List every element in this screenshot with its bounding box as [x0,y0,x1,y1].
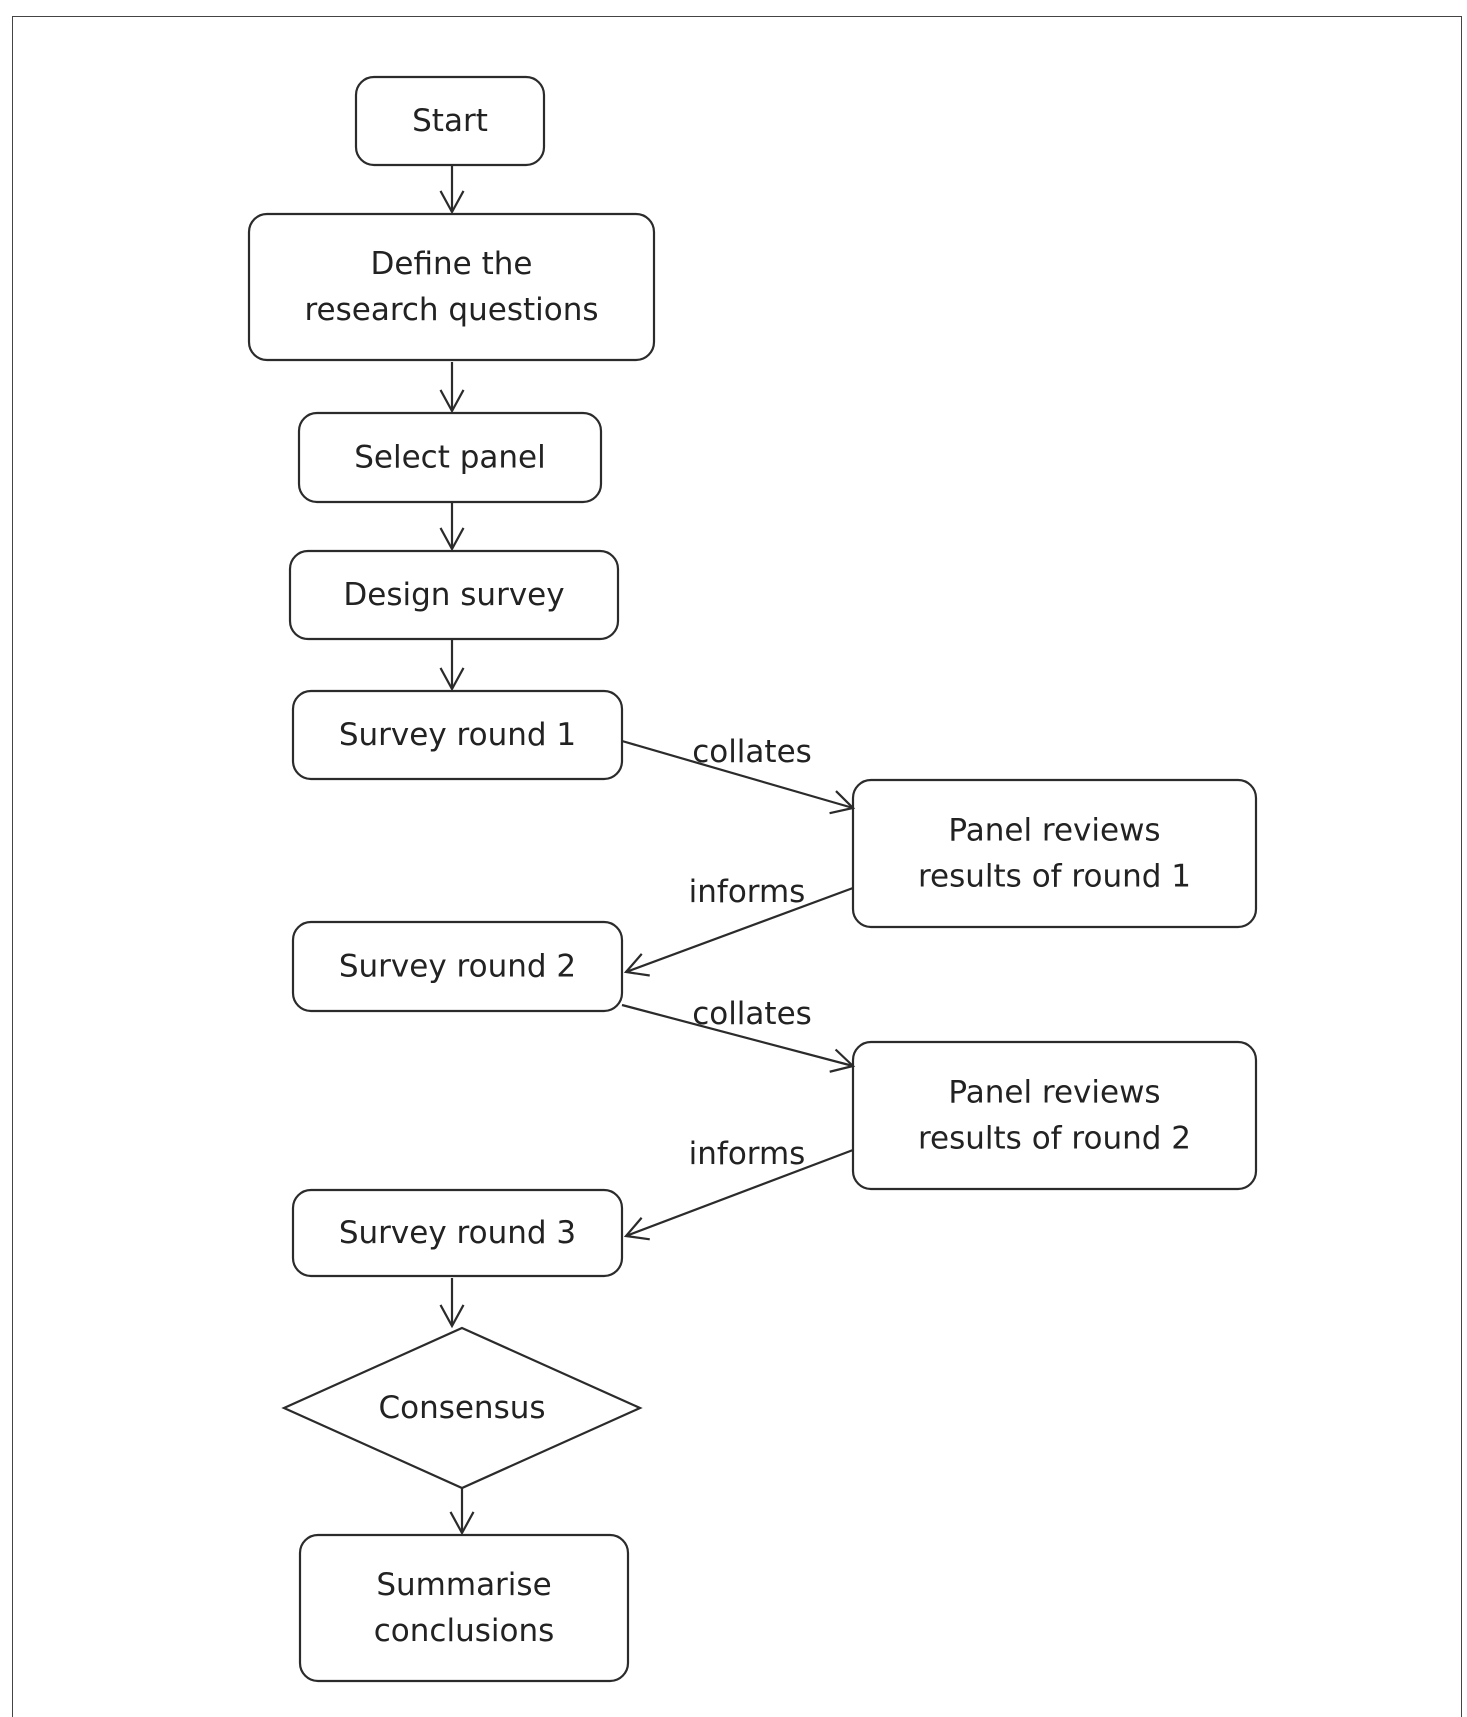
arrowhead-icon [439,667,465,692]
node-round2: Survey round 2 [291,920,624,1013]
node-label: Summarise [376,1567,551,1603]
arrowhead-icon [439,1304,465,1329]
node-label: results of round 2 [918,1121,1191,1157]
node-label: Survey round 3 [339,1215,576,1251]
arrowhead-icon [449,1511,475,1536]
arrowhead-icon [439,527,465,552]
node-review2: Panel reviews results of round 2 [851,1040,1258,1191]
process-box [291,689,624,781]
node-start: Start [354,75,546,167]
node-label: Survey round 1 [339,717,576,753]
edge-label: informs [689,1136,806,1172]
node-label: Survey round 2 [339,949,576,985]
node-select: Select panel [297,411,603,504]
connector-line [621,1003,854,1068]
node-label: Consensus [378,1390,545,1426]
arrowhead-icon [623,953,650,977]
arrow-start-to-define [439,165,465,215]
node-label: Select panel [354,440,546,476]
node-round3: Survey round 3 [291,1188,624,1278]
node-label: Start [412,103,488,139]
process-box [247,212,656,362]
node-label: conclusions [374,1613,555,1649]
diagram-frame [12,16,1462,1717]
process-box [851,1040,1258,1191]
arrow-consensus-to-summarise [449,1488,475,1536]
arrow-design-to-round1 [439,639,465,692]
node-round1: Survey round 1 [291,689,624,781]
process-box [291,1188,624,1278]
node-define: Define the research questions [247,212,656,362]
node-label: Define the [371,246,533,282]
arrow-define-to-select [439,362,465,414]
node-label: Panel reviews [948,1075,1160,1111]
arrow-review2-to-round3: informs [623,1136,854,1241]
connector-line [625,886,854,974]
node-review1: Panel reviews results of round 1 [851,778,1258,929]
node-consensus: Consensus [281,1326,643,1490]
arrowhead-icon [439,190,465,215]
process-box [288,549,620,641]
node-label: Panel reviews [948,813,1160,849]
arrow-select-to-design [439,502,465,552]
arrow-round2-to-review2: collates [621,996,856,1073]
edge-label: collates [692,734,812,770]
arrowhead-icon [439,389,465,414]
process-box [297,411,603,504]
arrow-round3-to-consensus [439,1278,465,1329]
arrow-round1-to-review1: collates [621,734,856,815]
node-design: Design survey [288,549,620,641]
connector-line [621,739,854,810]
node-label: Design survey [343,577,564,613]
node-summarise: Summarise conclusions [298,1533,630,1683]
edge-label: informs [689,874,806,910]
process-box [291,920,624,1013]
arrowhead-icon [829,790,856,815]
process-box [298,1533,630,1683]
arrowhead-icon [829,1048,856,1073]
connector-line [625,1148,854,1238]
arrowhead-icon [623,1217,650,1241]
arrow-review1-to-round2: informs [623,874,854,977]
process-box [851,778,1258,929]
node-label: research questions [304,292,598,328]
node-label: results of round 1 [918,859,1191,895]
process-box [354,75,546,167]
edge-label: collates [692,996,812,1032]
